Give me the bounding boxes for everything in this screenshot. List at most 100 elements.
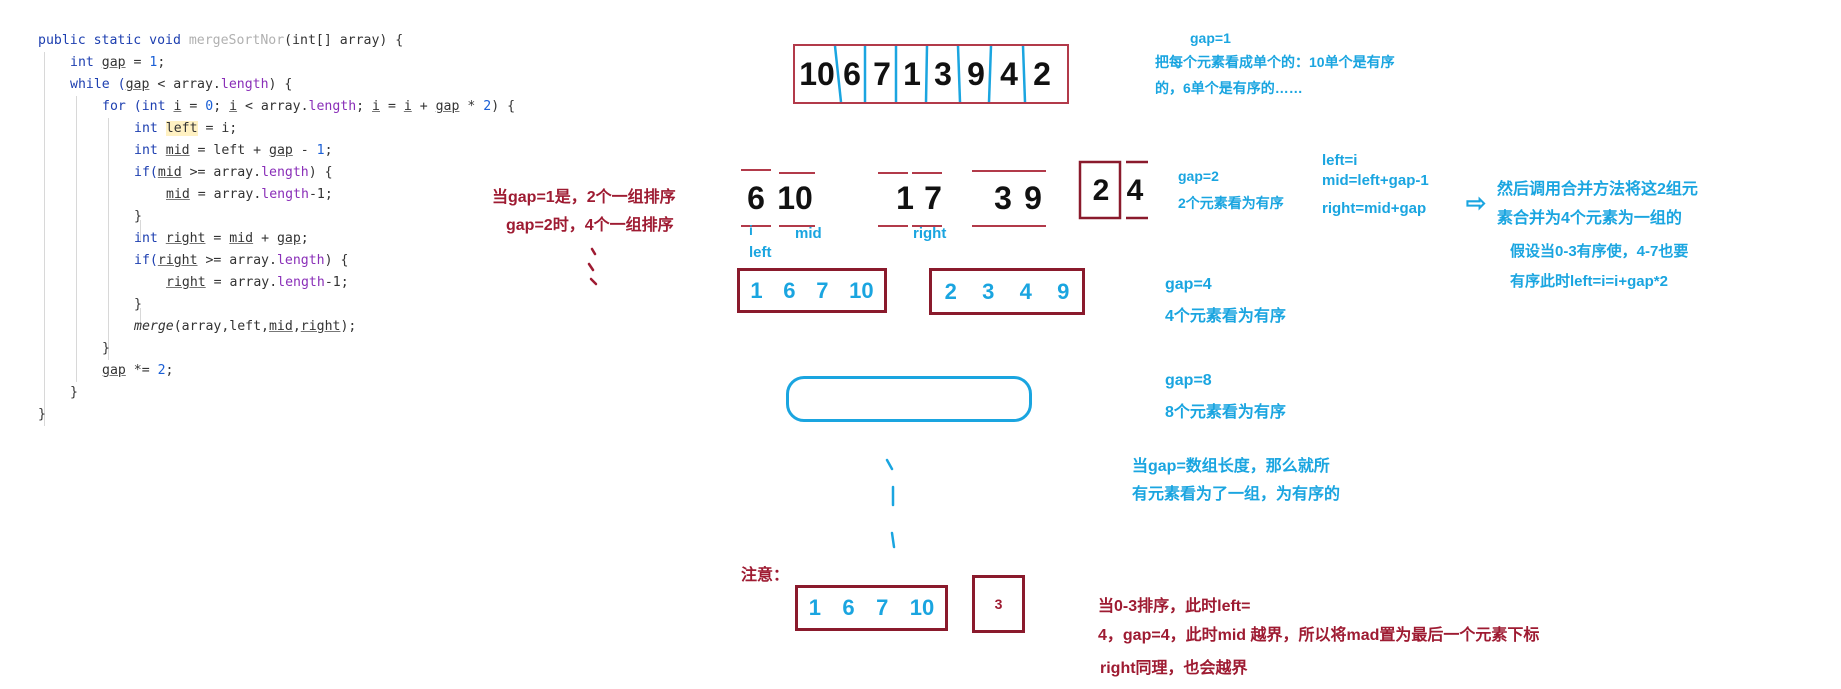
code-line-4: for (int i = 0; i < array.length; i = i … <box>102 99 516 114</box>
pair-group: 1 7 <box>876 168 960 228</box>
pair-border <box>878 172 942 227</box>
array-cell: 2 <box>1033 55 1051 92</box>
pair-group: 3 9 <box>966 168 1056 228</box>
group-value: 7 <box>816 277 829 303</box>
code-line-11: if(right >= array.length) { <box>134 253 349 268</box>
gap4-title: gap=4 <box>1165 276 1212 293</box>
divider-line <box>956 45 962 103</box>
indent-guide <box>108 118 109 360</box>
array-row1: 10 6 7 1 3 9 4 2 <box>793 44 1069 104</box>
array-cell: 7 <box>873 55 891 92</box>
pair-group: 2 4 <box>1078 160 1150 222</box>
group-box-1: 1 6 7 10 <box>737 268 887 313</box>
group-value: 9 <box>1057 278 1070 304</box>
pair-value: 2 <box>1092 174 1110 207</box>
code-line-13: } <box>134 297 142 312</box>
group-box-2: 2 3 4 9 <box>929 268 1085 315</box>
sorted-group-box: 1 6 7 10 <box>795 585 948 631</box>
code-line-9: } <box>134 209 142 224</box>
gap2-title: gap=2 <box>1178 168 1219 184</box>
gap4-desc: 4个元素看为有序 <box>1165 308 1286 325</box>
pair-value: 1 <box>896 179 914 216</box>
array-cell: 1 <box>903 55 921 92</box>
pointer-left-label: left <box>749 244 772 261</box>
code-line-1: public static void mergeSortNor(int[] ar… <box>38 33 404 48</box>
code-line-14: merge(array,left,mid,right); <box>134 319 357 334</box>
boundary-note-line2: 4，gap=4，此时mid 越界，所以将mad置为最后一个元素下标 <box>1098 627 1540 644</box>
code-line-15: } <box>102 341 110 356</box>
group-value: 3 <box>982 278 995 304</box>
code-line-3: while (gap < array.length) { <box>70 77 293 92</box>
pair-value: 3 <box>994 179 1012 216</box>
merge-note-line2: 素合并为4个元素为一组的 <box>1497 210 1682 227</box>
gap1-desc-line2: 的，6单个是有序的…… <box>1155 80 1303 96</box>
formula-mid: mid=left+gap-1 <box>1322 172 1429 189</box>
divider-line <box>833 45 843 103</box>
full-array-box <box>786 376 1032 422</box>
code-line-7: if(mid >= array.length) { <box>134 165 333 180</box>
formula-left: left=i <box>1322 152 1358 169</box>
indent-guide <box>44 52 45 426</box>
indent-guide <box>140 308 141 330</box>
pair-value: 9 <box>1024 179 1042 216</box>
group-value: 10 <box>909 595 935 620</box>
dashed-connector <box>885 458 896 549</box>
code-line-12: right = array.length-1; <box>166 275 349 290</box>
group-value: 2 <box>944 278 957 304</box>
arrow-right-icon: ⇨ <box>1466 190 1487 217</box>
group-value: 6 <box>842 595 855 620</box>
full-length-note-line2: 有元素看为了一组，为有序的 <box>1132 486 1341 503</box>
gap2-desc: 2个元素看为有序 <box>1178 195 1284 211</box>
array-cell: 3 <box>934 55 952 92</box>
boundary-note-line1: 当0-3排序，此时left= <box>1098 598 1251 615</box>
ellipsis-marks <box>587 247 598 286</box>
pointer-mid-label: mid <box>795 225 822 242</box>
group-value: 10 <box>849 277 874 303</box>
pair-value: 6 <box>747 179 765 216</box>
pair-value: 10 <box>777 179 813 216</box>
single-element-value: 3 <box>994 596 1003 612</box>
gap1-desc-line1: 把每个元素看成单个的：10单个是有序 <box>1155 54 1395 70</box>
full-length-note-line1: 当gap=数组长度，那么就所 <box>1132 458 1330 475</box>
array-cell: 4 <box>1000 55 1018 92</box>
single-element-box: 3 <box>972 575 1025 633</box>
gap1-title: gap=1 <box>1190 30 1231 46</box>
attention-title: 注意： <box>741 567 790 584</box>
grouping-note-line1: 当gap=1是，2个一组排序 <box>492 189 676 206</box>
merge-note-line4: 有序此时left=i=i+gap*2 <box>1510 273 1668 290</box>
code-line-18: } <box>38 407 46 422</box>
divider-line <box>1021 45 1027 103</box>
group-value: 7 <box>876 595 889 620</box>
pair-value: 7 <box>924 179 942 216</box>
code-line-10: int right = mid + gap; <box>134 231 309 246</box>
group-values: 1 6 7 10 <box>740 271 884 310</box>
array-cell: 9 <box>967 55 985 92</box>
group-value: 4 <box>1019 278 1032 304</box>
pair-border <box>972 170 1046 227</box>
code-line-5: int left = i; <box>134 121 238 136</box>
formula-right: right=mid+gap <box>1322 200 1427 217</box>
indent-guide <box>76 96 77 382</box>
group-values: 1 6 7 10 <box>798 588 945 628</box>
indent-guide <box>140 220 141 242</box>
code-line-17: } <box>70 385 78 400</box>
merge-note-line3: 假设当0-3有序使，4-7也要 <box>1510 243 1689 260</box>
array-cell: 6 <box>843 55 861 92</box>
pointer-right-label: right <box>913 225 947 242</box>
array-cell: 10 <box>799 55 835 92</box>
pair-group: 6 10 <box>737 168 841 228</box>
array-row1-border <box>793 44 1069 104</box>
code-line-16: gap *= 2; <box>102 363 174 378</box>
group-value: 1 <box>750 277 763 303</box>
pair-border <box>741 169 815 227</box>
gap8-title: gap=8 <box>1165 372 1212 389</box>
code-line-8: mid = array.length-1; <box>166 187 333 202</box>
pair-value: 4 <box>1126 174 1144 207</box>
pair-border <box>1078 160 1148 220</box>
divider-line <box>987 45 993 103</box>
grouping-note-line2: gap=2时，4个一组排序 <box>506 217 674 234</box>
code-line-2: int gap = 1; <box>70 55 166 70</box>
merge-note-line1: 然后调用合并方法将这2组元 <box>1497 181 1698 198</box>
group-value: 1 <box>808 595 821 620</box>
boundary-note-line3: right同理，也会越界 <box>1100 660 1248 677</box>
